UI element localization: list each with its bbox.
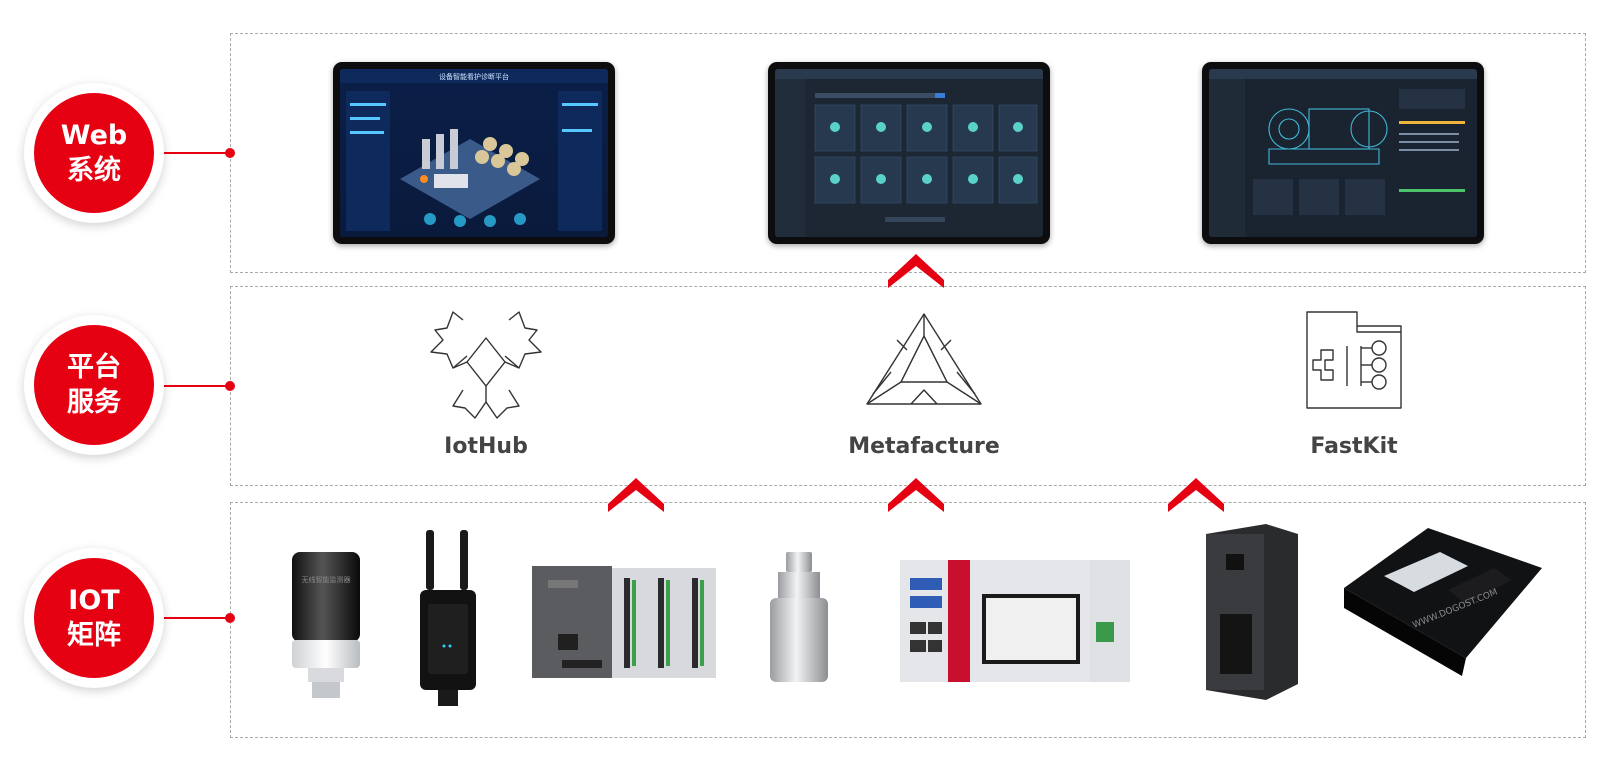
vibration-sensor-device	[770, 552, 828, 682]
platform-layer-panel	[230, 286, 1586, 486]
service-label: FastKit	[1310, 434, 1398, 459]
service-label: IotHub	[444, 434, 528, 459]
up-chevron-icon	[888, 478, 944, 512]
iot-connector-line	[164, 613, 235, 623]
web-system-badge: Web 系统	[24, 83, 164, 223]
platform-service-badge: 平台 服务	[24, 315, 164, 455]
metafacture-service: Metafacture	[794, 310, 1054, 459]
up-chevron-icon	[608, 478, 664, 512]
metafacture-icon	[866, 313, 982, 405]
iothub-icon	[430, 311, 542, 419]
badge-line2: 矩阵	[67, 620, 121, 651]
dogost-controller-box-device: WWW.DOGOST.COM	[1344, 528, 1542, 676]
fastkit-service: FastKit	[1224, 310, 1484, 459]
3d-plant-dashboard-screenshot: 设备智能看护诊断平台	[333, 62, 615, 244]
up-chevron-icon	[1168, 478, 1224, 512]
edge-industrial-pc-device	[900, 560, 1130, 682]
device-detail-screenshot	[1202, 62, 1484, 244]
web-connector-line	[164, 148, 235, 158]
io-module-rack-device	[532, 566, 716, 678]
din-rail-gateway-device	[1206, 524, 1298, 700]
antenna-gateway-device	[420, 530, 476, 706]
fastkit-icon	[1306, 311, 1402, 409]
sensor-label: 无线智能监测器	[302, 575, 351, 584]
badge-line2: 服务	[67, 387, 121, 418]
device-list-screenshot	[768, 62, 1050, 244]
iot-matrix-badge: IOT 矩阵	[24, 548, 164, 688]
badge-line1: 平台	[67, 352, 121, 383]
wireless-sensor-device: 无线智能监测器	[292, 552, 360, 698]
badge-line2: 系统	[67, 155, 121, 186]
iothub-service: IotHub	[356, 310, 616, 459]
badge-line1: IOT	[68, 585, 120, 616]
platform-connector-line	[164, 381, 235, 391]
dashboard-title: 设备智能看护诊断平台	[439, 72, 509, 81]
up-chevron-icon	[888, 254, 944, 288]
service-label: Metafacture	[848, 434, 1000, 459]
badge-line1: Web	[60, 120, 128, 151]
